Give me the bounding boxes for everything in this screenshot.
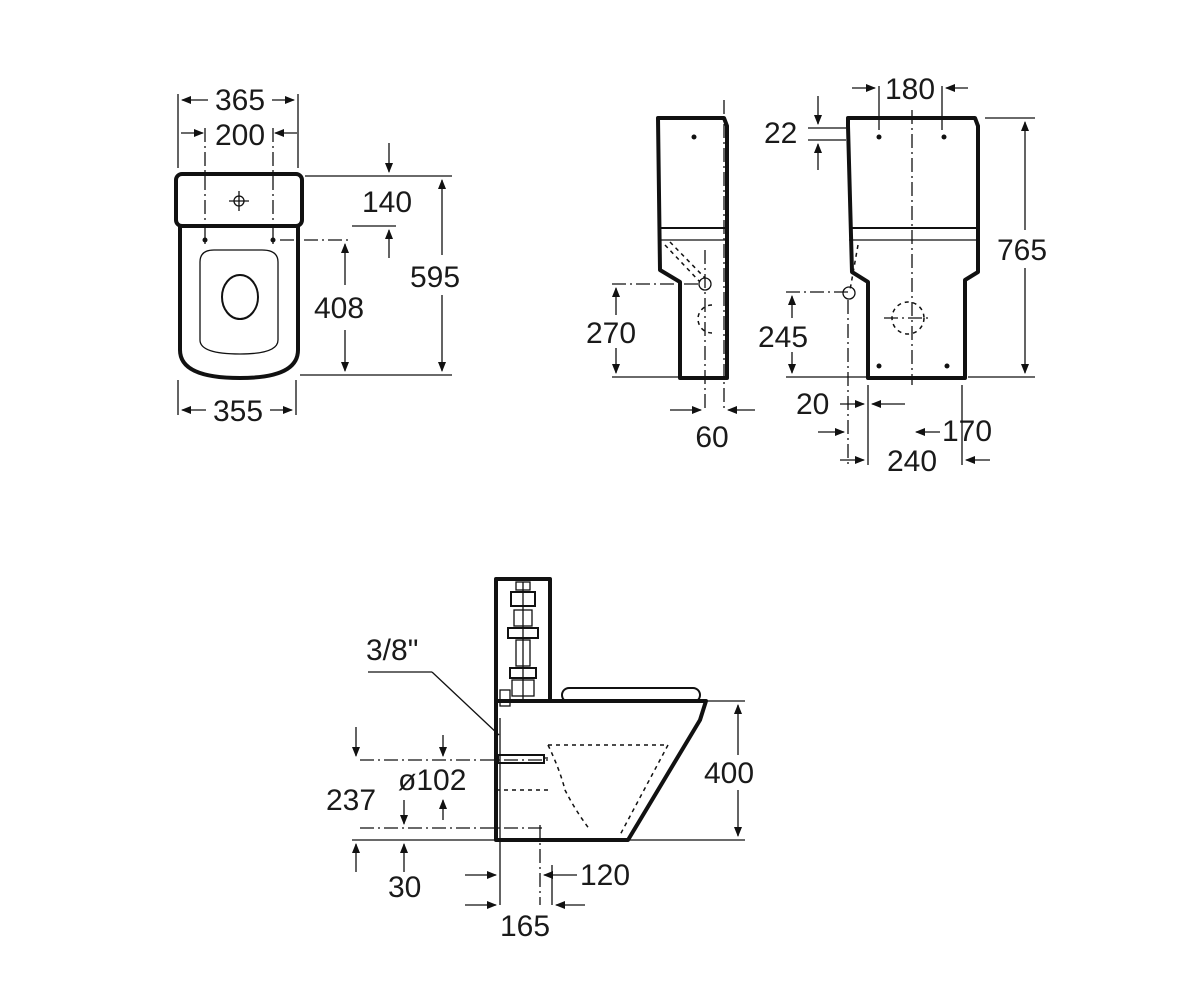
top-view-bowl-opening [221,274,259,320]
dim-765: 765 [997,234,1047,267]
dim-22: 22 [764,117,797,150]
label-3-8-inch: 3/8" [366,634,418,667]
dim-dia-102: ø102 [398,764,466,797]
side-view-inlet-icon [698,277,712,291]
dim-120: 120 [580,859,630,892]
dim-270: 270 [586,317,636,350]
section-view: 3/8" 237 ø102 30 400 120 165 [326,577,754,943]
dim-408: 408 [314,292,364,325]
top-view-seat [199,249,279,355]
dim-245: 245 [758,321,808,354]
side-view-outline [656,116,729,380]
dim-180: 180 [885,73,935,106]
top-view: 365 200 140 408 595 355 [174,84,460,428]
flush-mechanism-icon [499,581,539,707]
dim-355: 355 [213,395,263,428]
dim-237: 237 [326,784,376,817]
top-view-bowl [178,226,300,380]
dim-595: 595 [410,261,460,294]
dim-240: 240 [887,445,937,478]
top-view-tank [174,172,304,228]
side-view: 270 60 [586,100,755,454]
dim-30: 30 [388,871,421,904]
dim-365: 365 [215,84,265,117]
dim-20: 20 [796,388,829,421]
dim-400: 400 [704,757,754,790]
dim-170: 170 [942,415,992,448]
section-view-bowl [494,699,708,842]
rear-view-outline [846,116,980,380]
dim-200: 200 [215,119,265,152]
dim-165: 165 [500,910,550,943]
rear-view-inlet-icon [842,286,856,300]
dim-140: 140 [362,186,412,219]
rear-view: 180 22 765 245 20 170 240 [758,73,1047,478]
dim-60: 60 [695,421,728,454]
